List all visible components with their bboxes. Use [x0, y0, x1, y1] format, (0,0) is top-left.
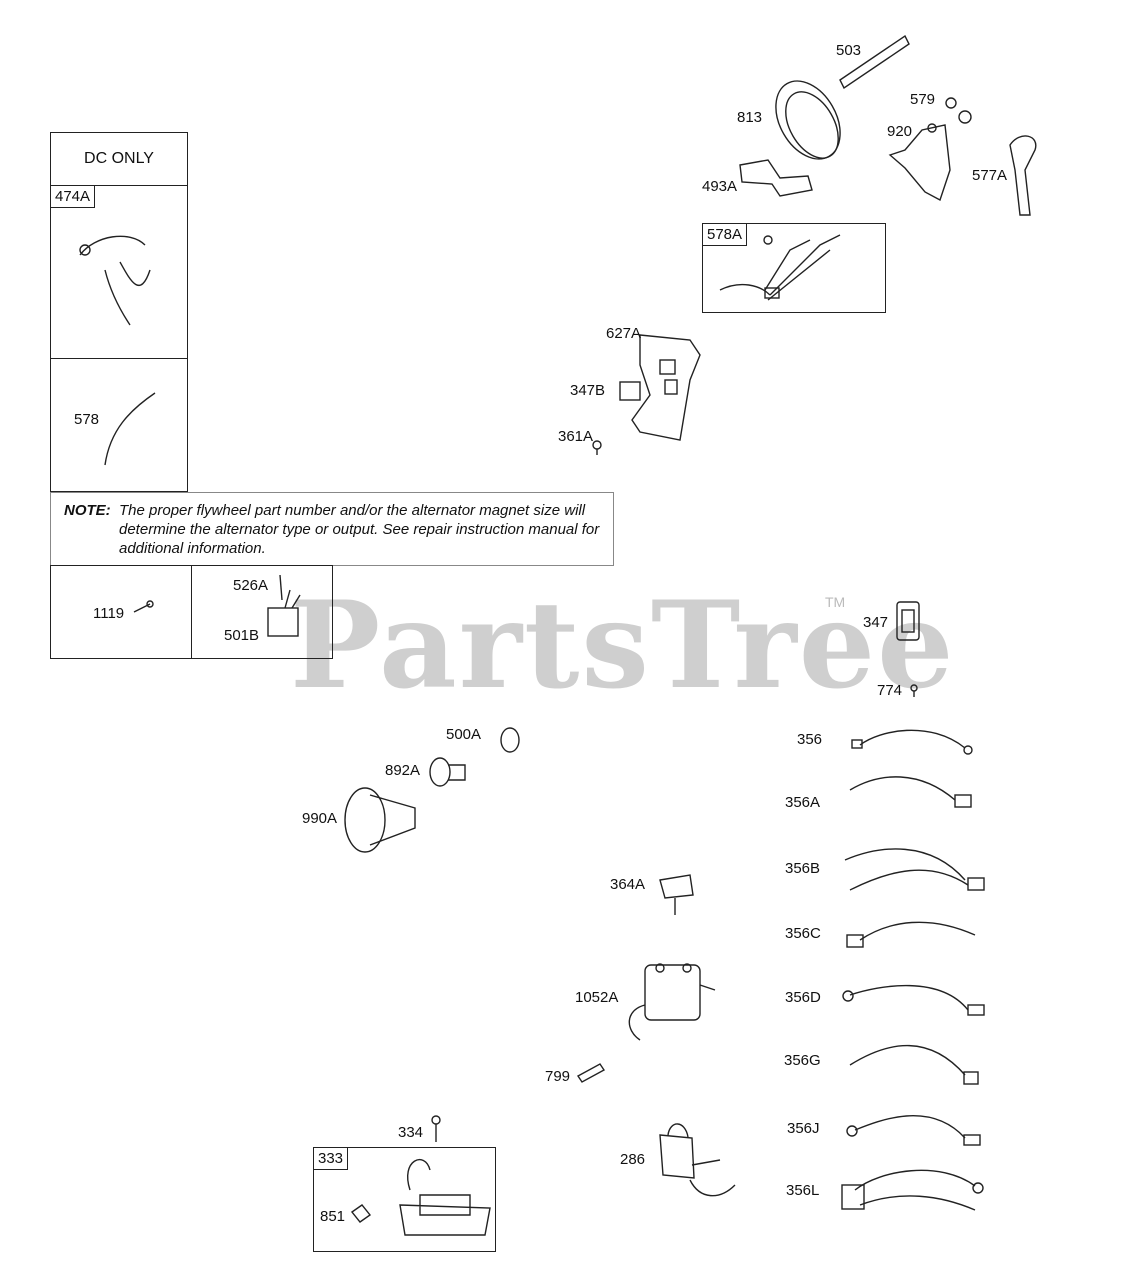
label-356D: 356D — [785, 989, 821, 1006]
rectifier-286 — [659, 1123, 736, 1197]
nuts-579 — [945, 97, 972, 124]
label-356L: 356L — [786, 1182, 820, 1199]
label-356B: 356B — [785, 860, 821, 877]
label-364A: 364A — [610, 876, 646, 893]
clip-851 — [350, 1204, 372, 1223]
socket-892A — [429, 757, 466, 787]
label-1119: 1119 — [93, 605, 125, 622]
washer-500A — [500, 727, 520, 753]
bolt-334 — [431, 1115, 441, 1142]
wire-578 — [104, 392, 156, 466]
bracket-493A — [739, 159, 813, 197]
label-627A: 627A — [606, 325, 642, 342]
wire-356G — [849, 1044, 979, 1085]
coil-333 — [399, 1158, 491, 1236]
label-500A: 500A — [446, 726, 482, 743]
label-920: 920 — [887, 123, 913, 140]
label-356G: 356G — [784, 1052, 821, 1069]
wire-356J — [846, 1115, 981, 1146]
label-851: 851 — [320, 1208, 346, 1225]
note-text: The proper flywheel part number and/or t… — [119, 502, 600, 557]
wire-356 — [851, 729, 973, 755]
box-333 — [313, 1147, 496, 1252]
wire-356D — [842, 984, 985, 1016]
trademark-mark: TM — [825, 594, 846, 610]
box-578A — [702, 223, 886, 313]
light-990A — [344, 787, 416, 853]
label-356A: 356A — [785, 794, 821, 811]
solenoid-1052A — [628, 963, 716, 1041]
note-label: NOTE: — [64, 502, 111, 519]
label-356C: 356C — [785, 925, 821, 942]
screw-361A — [592, 440, 602, 455]
label-493A: 493A — [702, 178, 738, 195]
wire-356B — [844, 848, 985, 891]
label-503: 503 — [836, 42, 862, 59]
watermark: PartsTree — [290, 575, 956, 716]
label-501B: 501B — [224, 627, 260, 644]
label-774: 774 — [877, 682, 903, 699]
label-356: 356 — [797, 731, 823, 748]
label-990A: 990A — [302, 810, 338, 827]
fitting-799 — [576, 1063, 606, 1083]
tag-333: 333 — [314, 1148, 349, 1170]
wire-356A — [849, 776, 972, 808]
label-1052A: 1052A — [575, 989, 619, 1006]
regulator-501B — [267, 589, 301, 637]
sender-364A — [659, 874, 694, 915]
wire-356L — [841, 1169, 984, 1211]
label-334: 334 — [398, 1124, 424, 1141]
label-579: 579 — [910, 91, 936, 108]
label-577A: 577A — [972, 167, 1008, 184]
label-361A: 361A — [558, 428, 594, 445]
tag-474A: 474A — [51, 186, 96, 208]
strap-503 — [839, 34, 910, 90]
switch-347B — [619, 381, 641, 401]
boot-577A — [1009, 135, 1037, 216]
label-813: 813 — [737, 109, 763, 126]
switch-347 — [896, 601, 920, 641]
label-347B: 347B — [570, 382, 606, 399]
label-578: 578 — [74, 411, 100, 428]
label-356J: 356J — [787, 1120, 820, 1137]
switch-920 — [888, 123, 951, 202]
label-526A: 526A — [233, 577, 269, 594]
tag-578A: 578A — [703, 224, 748, 246]
wire-356C — [846, 921, 976, 948]
label-799: 799 — [545, 1068, 571, 1085]
plate-627A — [631, 334, 701, 441]
box-526A-501B — [191, 565, 333, 659]
stator-474A — [79, 235, 151, 326]
screw-526A — [279, 574, 283, 601]
label-892A: 892A — [385, 762, 421, 779]
screw-774 — [910, 684, 918, 697]
label-347: 347 — [863, 614, 889, 631]
box-578 — [50, 358, 188, 492]
band-813 — [775, 80, 841, 160]
note-box: NOTE: The proper flywheel part number an… — [50, 492, 614, 566]
screw-1119 — [133, 600, 154, 613]
harness-578A — [719, 234, 841, 301]
label-286: 286 — [620, 1151, 646, 1168]
